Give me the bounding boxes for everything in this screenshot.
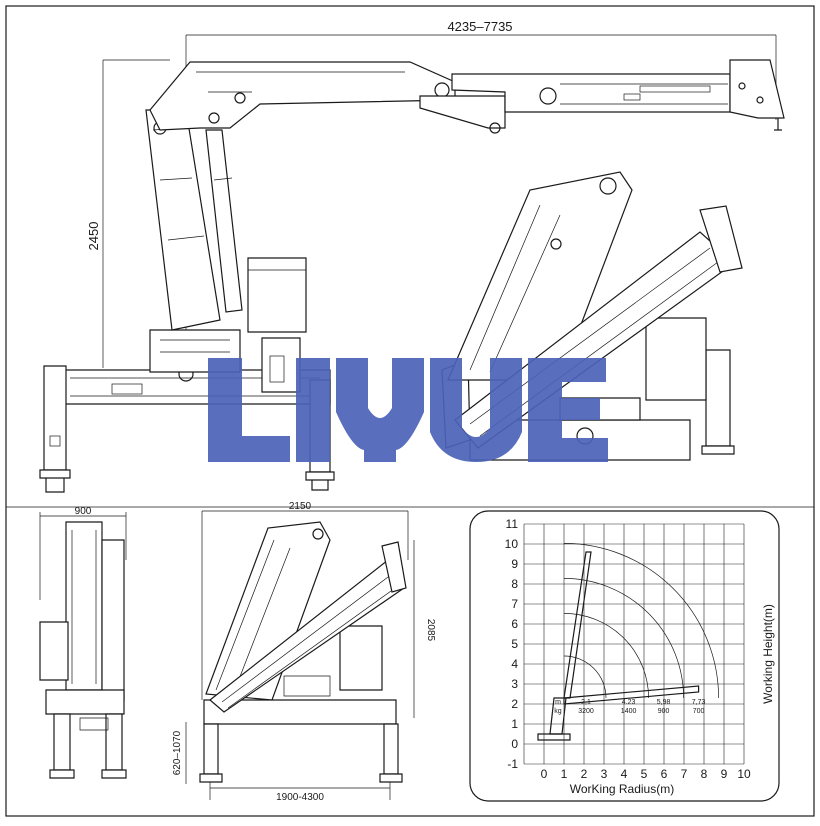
perspective-view bbox=[441, 171, 743, 461]
load-table-load: 1400 bbox=[621, 708, 637, 715]
folded-main-boom bbox=[205, 521, 331, 701]
y-tick-label: 10 bbox=[505, 537, 519, 551]
x-tick-label: 7 bbox=[681, 767, 688, 781]
rear-width-label: 900 bbox=[75, 506, 92, 517]
reach-arc bbox=[563, 578, 684, 699]
folded-oil-tank bbox=[339, 625, 383, 691]
load-table-row-label: kg bbox=[554, 708, 562, 715]
column-height-label: 2450 bbox=[86, 222, 101, 251]
load-table-load: 700 bbox=[693, 708, 705, 715]
control-valve bbox=[261, 337, 301, 393]
chart-boom-outline bbox=[537, 551, 700, 741]
chart-column bbox=[549, 697, 567, 735]
boom-head bbox=[729, 59, 785, 119]
x-tick-label: 2 bbox=[581, 767, 588, 781]
y-tick-label: 11 bbox=[506, 517, 519, 531]
folded-length-label: 2150 bbox=[289, 501, 312, 512]
load-table-load: 900 bbox=[658, 708, 670, 715]
oil-tank bbox=[247, 257, 307, 333]
rear-view: 900 bbox=[39, 506, 127, 779]
folded-height-label: 2085 bbox=[425, 619, 436, 642]
folded-view: 2150 2085 620–1070 1900-4300 bbox=[172, 501, 436, 803]
chart-grid bbox=[523, 523, 745, 765]
y-tick-label: -1 bbox=[507, 757, 518, 771]
x-tick-label: 10 bbox=[737, 767, 751, 781]
y-tick-label: 9 bbox=[511, 557, 518, 571]
raised-boom bbox=[563, 551, 592, 699]
reach-dimension-label: 4235–7735 bbox=[447, 19, 512, 34]
load-table-radius: 7,73 bbox=[692, 699, 706, 706]
main-boom bbox=[149, 61, 456, 131]
y-tick-label: 1 bbox=[511, 717, 518, 731]
load-table-radius: 2,1 bbox=[581, 699, 591, 706]
x-tick-label: 4 bbox=[621, 767, 628, 781]
y-tick-label: 5 bbox=[511, 637, 518, 651]
y-tick-label: 8 bbox=[511, 577, 518, 591]
y-tick-label: 0 bbox=[511, 737, 518, 751]
outrigger-height-label: 620–1070 bbox=[172, 730, 183, 775]
reach-arc bbox=[563, 655, 607, 699]
load-table-load: 3200 bbox=[578, 708, 594, 715]
iso-oil-tank bbox=[645, 317, 707, 401]
load-table-radius: 4.23 bbox=[622, 699, 636, 706]
knuckle-link bbox=[419, 95, 506, 129]
reach-arc bbox=[563, 543, 719, 699]
rear-boom-stack bbox=[65, 521, 103, 691]
load-table: m kg 2,1 3200 4.23 1400 5,98 900 7,73 700 bbox=[554, 699, 705, 715]
reach-arc bbox=[563, 613, 649, 699]
x-tick-label: 3 bbox=[601, 767, 608, 781]
load-table-radius: 5,98 bbox=[657, 699, 671, 706]
watermark-logo bbox=[208, 358, 608, 462]
load-table-row-label: m bbox=[555, 699, 561, 706]
x-tick-label: 9 bbox=[721, 767, 728, 781]
left-outrigger bbox=[43, 365, 67, 471]
x-tick-label: 5 bbox=[641, 767, 648, 781]
chart-frame bbox=[469, 510, 780, 802]
rear-base bbox=[45, 689, 125, 715]
y-tick-label: 2 bbox=[511, 697, 518, 711]
iso-outrigger bbox=[705, 349, 731, 447]
x-tick-label: 0 bbox=[541, 767, 548, 781]
y-axis-label: Working Height(m) bbox=[761, 604, 775, 704]
rear-oil-tank bbox=[39, 621, 69, 681]
y-tick-labels: -1 0 1 2 3 4 5 6 7 8 9 10 11 bbox=[505, 517, 519, 771]
y-tick-label: 6 bbox=[511, 617, 518, 631]
chart-base bbox=[537, 733, 571, 741]
extended-boom bbox=[563, 685, 700, 705]
x-tick-label: 1 bbox=[561, 767, 568, 781]
outrigger-span-label: 1900-4300 bbox=[276, 792, 324, 803]
x-tick-label: 6 bbox=[661, 767, 668, 781]
y-tick-label: 3 bbox=[511, 677, 518, 691]
lift-cylinder bbox=[205, 129, 243, 313]
sheet-frame bbox=[5, 5, 815, 817]
y-tick-label: 4 bbox=[511, 657, 518, 671]
iso-boom-head bbox=[699, 205, 743, 273]
x-axis-label: WorKing Radius(m) bbox=[570, 782, 674, 796]
y-tick-label: 7 bbox=[511, 597, 518, 611]
reach-arcs bbox=[563, 543, 719, 699]
x-tick-label: 8 bbox=[701, 767, 708, 781]
